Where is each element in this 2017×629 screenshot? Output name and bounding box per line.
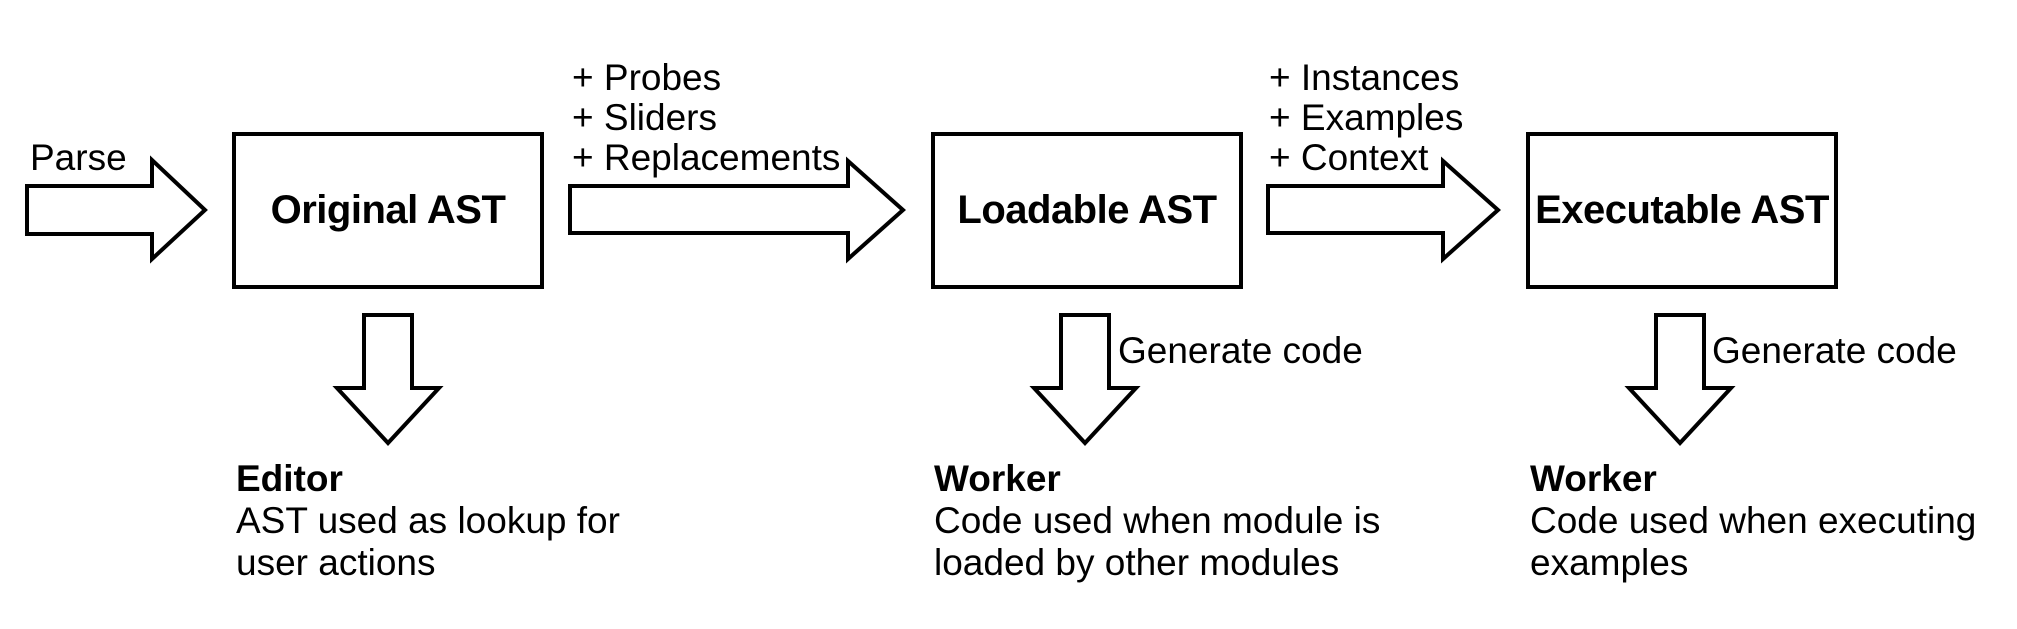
output-block-worker-execute: Worker Code used when executing examples: [1530, 458, 1976, 584]
output-title: Worker: [1530, 458, 1657, 499]
worker-1-down-arrow-icon: [1029, 313, 1141, 446]
output-block-worker-load: Worker Code used when module is loaded b…: [934, 458, 1380, 584]
generate-code-label-worker-2: Generate code: [1712, 330, 1957, 371]
output-description-line: Code used when executing: [1530, 500, 1977, 541]
transition-2-additions: + Instances + Examples + Context: [1269, 58, 1463, 178]
output-title: Editor: [236, 458, 343, 499]
generate-code-label-worker-1: Generate code: [1118, 330, 1363, 371]
transition-1-additions: + Probes + Sliders + Replacements: [572, 58, 840, 178]
output-description-line: examples: [1530, 542, 1689, 583]
stage-box-executable-ast: Executable AST: [1526, 132, 1838, 289]
transition-1-right-arrow-icon: [568, 156, 907, 264]
output-description-line: user actions: [236, 542, 436, 583]
stage-box-label: Executable AST: [1535, 188, 1829, 232]
stage-box-original-ast: Original AST: [232, 132, 544, 289]
stage-box-loadable-ast: Loadable AST: [931, 132, 1243, 289]
transition-addition-line: + Context: [1269, 137, 1429, 178]
output-block-editor: Editor AST used as lookup for user actio…: [236, 458, 620, 584]
output-description-line: loaded by other modules: [934, 542, 1340, 583]
parse-arrow-label: Parse: [30, 137, 127, 178]
transition-addition-line: + Sliders: [572, 97, 717, 138]
transition-addition-line: + Instances: [1269, 57, 1460, 98]
editor-down-arrow-icon: [332, 313, 444, 446]
output-description-line: Code used when module is: [934, 500, 1381, 541]
transition-addition-line: + Examples: [1269, 97, 1464, 138]
output-description-line: AST used as lookup for: [236, 500, 620, 541]
parse-right-arrow-icon: [25, 155, 208, 264]
worker-2-down-arrow-icon: [1624, 313, 1736, 446]
transition-addition-line: + Probes: [572, 57, 722, 98]
output-title: Worker: [934, 458, 1061, 499]
stage-box-label: Loadable AST: [957, 188, 1217, 232]
stage-box-label: Original AST: [270, 188, 506, 232]
transition-2-right-arrow-icon: [1266, 156, 1502, 264]
transition-addition-line: + Replacements: [572, 137, 841, 178]
